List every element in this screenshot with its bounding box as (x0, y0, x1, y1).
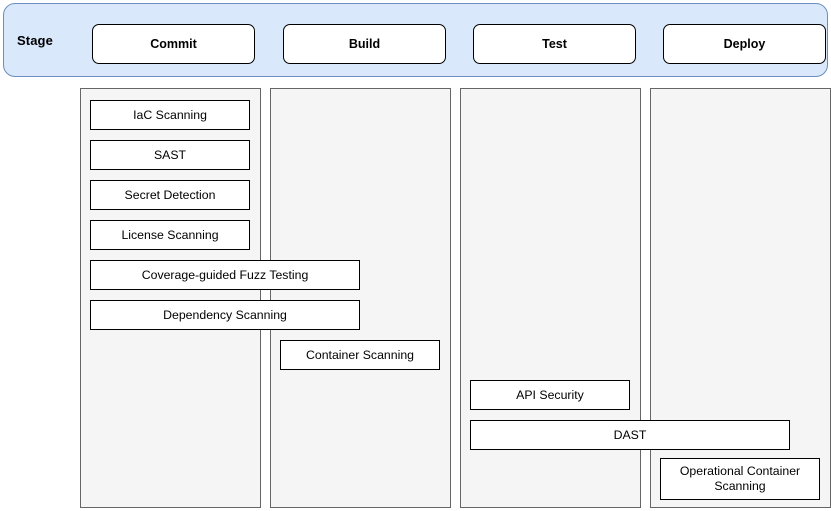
stage-box-test[interactable]: Test (473, 24, 636, 64)
activity-box-dependency-scanning[interactable]: Dependency Scanning (90, 300, 360, 330)
activity-box-api-security[interactable]: API Security (470, 380, 630, 410)
activity-box-iac-scanning[interactable]: IaC Scanning (90, 100, 250, 130)
stage-box-build[interactable]: Build (283, 24, 446, 64)
stage-box-deploy[interactable]: Deploy (663, 24, 826, 64)
activity-box-dast[interactable]: DAST (470, 420, 790, 450)
activity-box-secret-detection[interactable]: Secret Detection (90, 180, 250, 210)
stage-header-band: Stage Commit Build Test Deploy (3, 3, 828, 77)
stage-box-commit[interactable]: Commit (92, 24, 255, 64)
activity-box-operational-container-scanning[interactable]: Operational Container Scanning (660, 458, 820, 500)
build-lane-column (270, 88, 451, 508)
activity-box-coverage-guided-fuzz-testing[interactable]: Coverage-guided Fuzz Testing (90, 260, 360, 290)
activity-box-license-scanning[interactable]: License Scanning (90, 220, 250, 250)
stage-row-label: Stage (17, 33, 53, 48)
activity-box-sast[interactable]: SAST (90, 140, 250, 170)
activity-box-container-scanning[interactable]: Container Scanning (280, 340, 440, 370)
